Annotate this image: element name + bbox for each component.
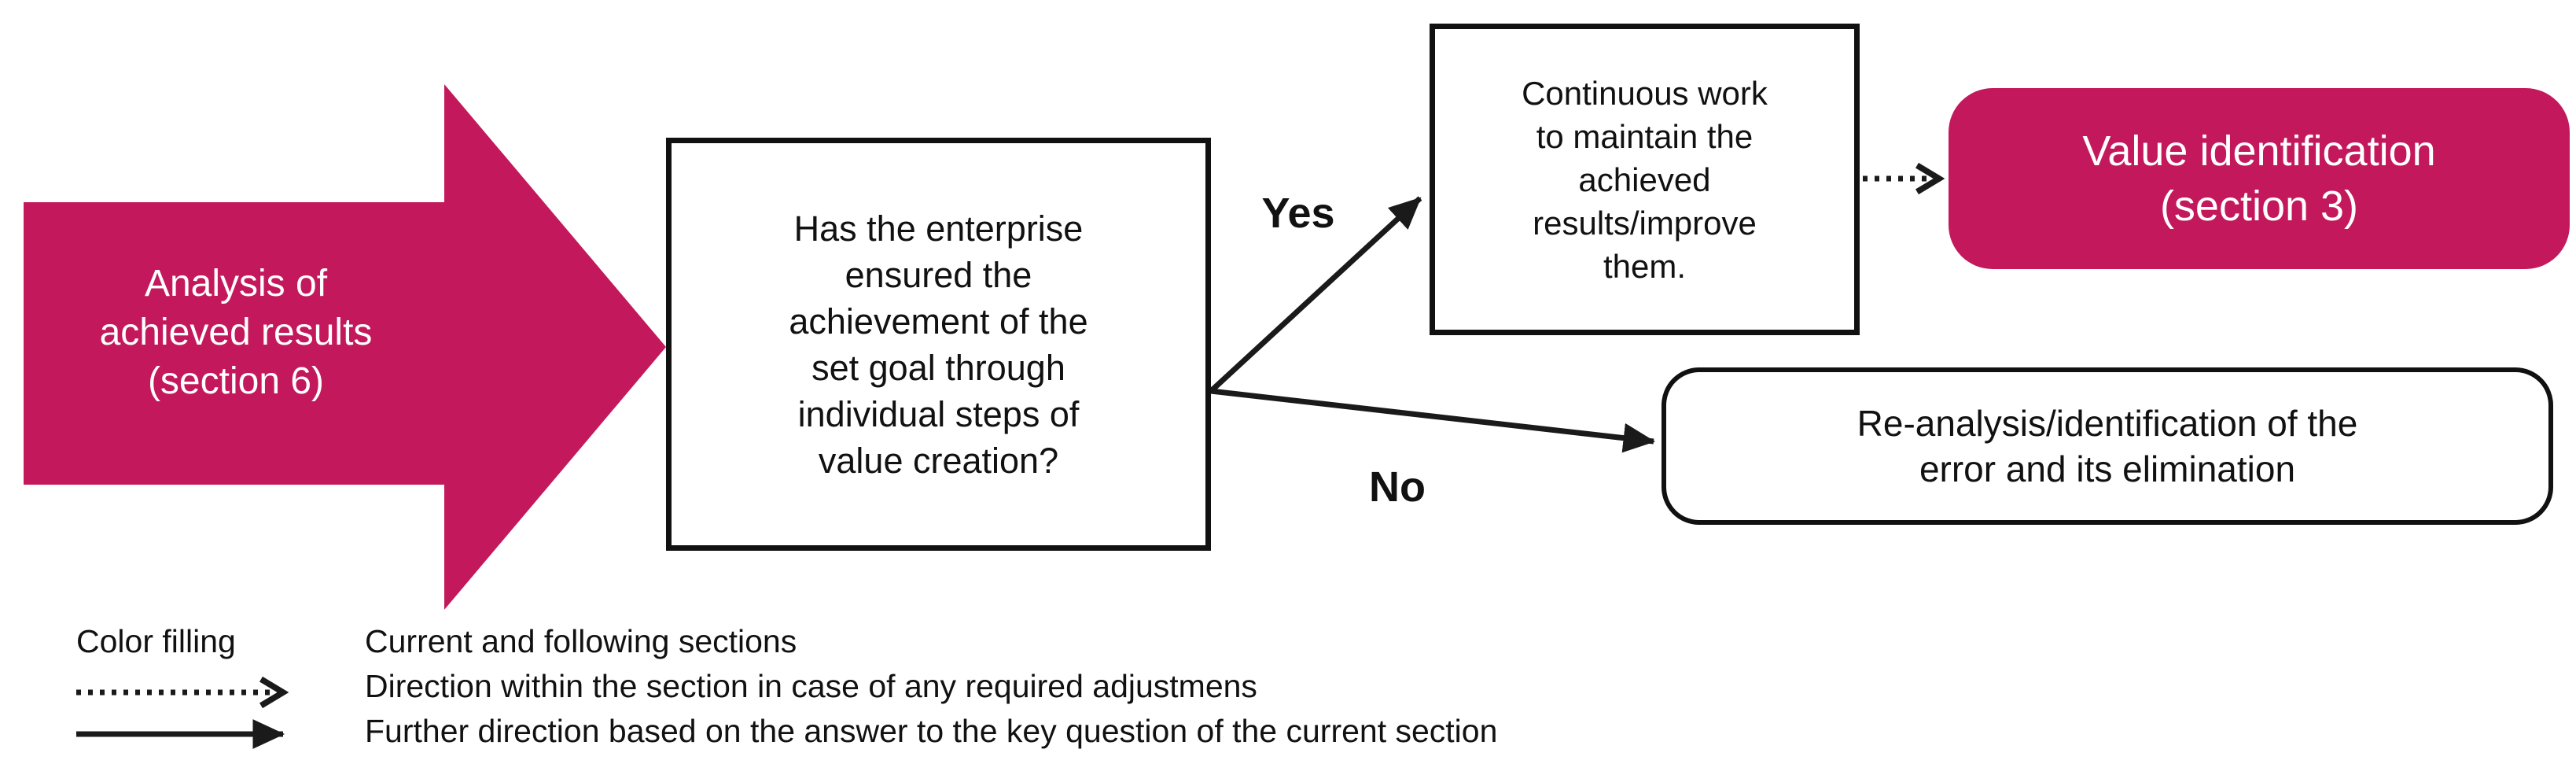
legend-dotted-arrow-description: Direction within the section in case of …	[365, 668, 1257, 704]
continuous-work-box: Continuous work to maintain the achieved…	[1430, 24, 1860, 335]
start-arrow-label: Analysis of achieved results (section 6)	[99, 263, 373, 402]
legend-solid-arrow-description: Further direction based on the answer to…	[365, 713, 1498, 749]
legend-color-filling-label: Color filling	[76, 623, 236, 659]
reanalysis-text: Re-analysis/identification of the error …	[1857, 403, 2358, 489]
no-branch-label: No	[1369, 463, 1426, 511]
legend-color-filling-description: Current and following sections	[365, 623, 797, 659]
yes-branch-label: Yes	[1261, 190, 1335, 237]
no-arrow	[1210, 388, 1656, 453]
continuous-work-text: Continuous work to maintain the achieved…	[1522, 74, 1768, 285]
section-block-arrow	[24, 84, 666, 610]
value-identification-box: Value identification (section 3)	[1949, 88, 2570, 269]
question-box: Has the enterprise ensured the achieveme…	[666, 138, 1211, 551]
value-identification-text: Value identification (section 3)	[2082, 127, 2436, 230]
yes-arrow	[1209, 196, 1422, 393]
question-box-text: Has the enterprise ensured the achieveme…	[789, 208, 1088, 481]
reanalysis-box: Re-analysis/identification of the error …	[1662, 367, 2553, 525]
